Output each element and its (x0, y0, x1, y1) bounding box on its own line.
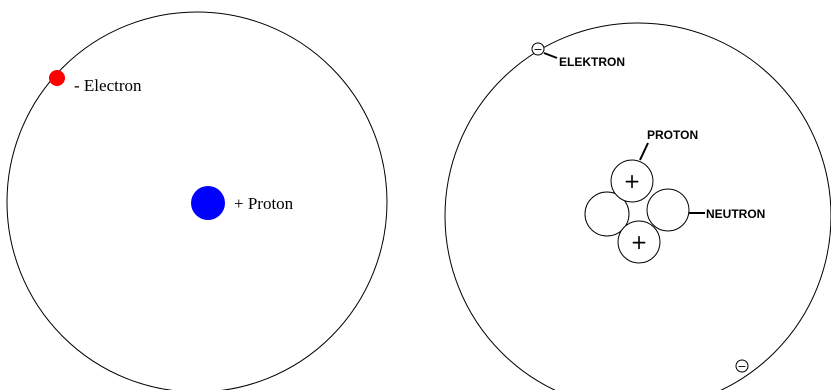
nucleus: + + (585, 160, 689, 263)
left-proton (191, 186, 225, 220)
proton-bottom-symbol: + (631, 230, 648, 254)
left-electron-label: - Electron (74, 76, 142, 95)
left-electron (49, 70, 65, 86)
right-electron-top-symbol: − (533, 43, 542, 56)
right-orbit (445, 23, 831, 390)
right-proton-label: PROTON (647, 128, 698, 142)
right-neutron-label: NEUTRON (706, 207, 765, 221)
left-atom-model: - Electron + Proton (7, 12, 387, 390)
right-electron-top: − (532, 43, 544, 56)
proton-label-leader (640, 143, 648, 160)
right-electron-bottom-symbol: − (737, 360, 746, 373)
left-proton-label: + Proton (234, 194, 294, 213)
right-atom-model: − ELEKTRON − + + PROTON NEUTRON (445, 23, 831, 390)
neutron-right (647, 189, 689, 231)
proton-top-symbol: + (624, 169, 641, 193)
electron-label-leader (544, 53, 557, 58)
right-electron-label: ELEKTRON (559, 55, 625, 69)
right-electron-bottom: − (736, 360, 748, 373)
